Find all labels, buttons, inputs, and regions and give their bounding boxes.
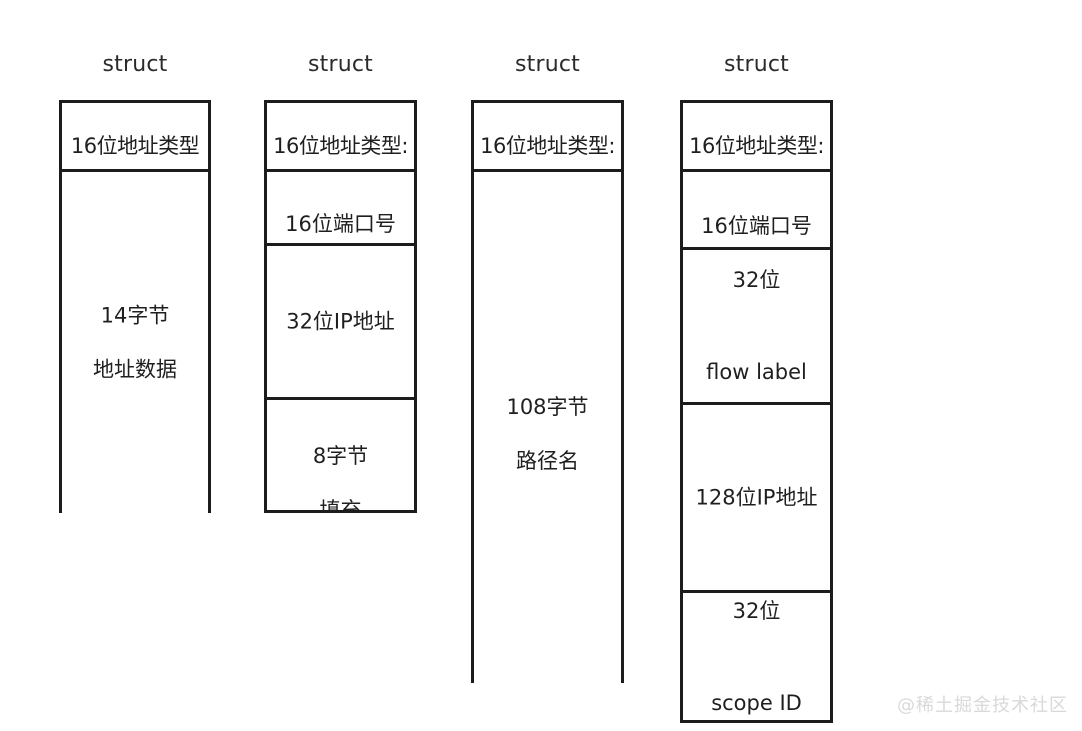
field-line-1: 14字节	[100, 303, 170, 327]
struct-field: 32位 scope ID	[683, 593, 830, 720]
struct-field-text: 16位地址类型: AF_INET	[267, 106, 414, 169]
struct-field: 16位端口号	[267, 172, 414, 246]
field-line-2: 填充	[319, 498, 362, 510]
field-line-1: 128位IP地址	[695, 485, 818, 509]
field-line-1: 32位	[732, 598, 781, 623]
struct-keyword: struct	[724, 52, 789, 77]
struct-box-sockaddr-un: 16位地址类型: AF_UNIX 108字节 路径名	[471, 100, 624, 683]
struct-column-sockaddr-in: struct sockaddr_in 16位地址类型: AF_INET 16位端…	[264, 18, 417, 513]
struct-field-text: 14字节 地址数据	[62, 275, 208, 410]
field-line-1: 16位地址类型:	[689, 134, 824, 158]
struct-field: 8字节 填充	[267, 400, 414, 510]
struct-field: 14字节 地址数据	[62, 172, 208, 513]
struct-column-sockaddr-un: struct sockaddr_un 16位地址类型: AF_UNIX 108字…	[471, 18, 624, 683]
struct-field-text: 32位IP地址	[267, 281, 414, 362]
field-line-1: 16位地址类型	[70, 134, 200, 158]
field-line-1: 16位端口号	[285, 212, 396, 236]
field-line-1: 108字节	[506, 395, 589, 419]
field-line-1: 16位地址类型:	[273, 134, 408, 158]
struct-keyword: struct	[308, 52, 373, 77]
field-line-1: 16位端口号	[701, 214, 812, 238]
struct-field: 32位IP地址	[267, 246, 414, 400]
struct-box-sockaddr-in6: 16位地址类型: AF_INET6 16位端口号 32位 flow label …	[680, 100, 833, 723]
struct-field-text: 16位地址类型: AF_UNIX	[474, 106, 621, 169]
field-line-1: 32位IP地址	[286, 309, 395, 333]
struct-field: 16位地址类型: AF_UNIX	[474, 103, 621, 172]
struct-field-text: 32位 flow label	[683, 250, 830, 402]
struct-field: 16位端口号	[683, 172, 830, 250]
field-line-1: 32位	[732, 268, 781, 292]
struct-field-text: 32位 scope ID	[683, 593, 830, 720]
struct-column-sockaddr-in6: struct sockaddr_in6 16位地址类型: AF_INET6 16…	[680, 18, 833, 723]
field-line-2: 路径名	[516, 449, 579, 473]
struct-box-sockaddr-in: 16位地址类型: AF_INET 16位端口号 32位IP地址 8字节 填充	[264, 100, 417, 513]
field-line-1: 8字节	[312, 444, 369, 468]
struct-field: 16位地址类型	[62, 103, 208, 172]
field-line-2: scope ID	[711, 690, 802, 715]
struct-field-text: 16位地址类型	[62, 106, 208, 169]
struct-field: 16位地址类型: AF_INET	[267, 103, 414, 172]
struct-field-text: 128位IP地址	[683, 457, 830, 538]
struct-field: 108字节 路径名	[474, 172, 621, 683]
struct-keyword: struct	[102, 52, 168, 77]
struct-field-text: 16位地址类型: AF_INET6	[683, 106, 830, 169]
watermark: @稀土掘金技术社区	[897, 695, 1068, 716]
struct-field-text: 16位端口号	[683, 186, 830, 247]
struct-column-sockaddr: struct sockaddr 16位地址类型 14字节 地址数据	[59, 18, 211, 513]
struct-field-text: 8字节 填充	[267, 416, 414, 510]
field-line-2: flow label	[706, 360, 807, 384]
struct-field-text: 16位端口号	[267, 184, 414, 243]
struct-keyword: struct	[515, 52, 580, 77]
field-line-2: 地址数据	[93, 357, 177, 381]
struct-box-sockaddr: 16位地址类型 14字节 地址数据	[59, 100, 211, 513]
struct-field-text: 108字节 路径名	[474, 367, 621, 502]
field-line-1: 16位地址类型:	[480, 134, 615, 158]
struct-field: 128位IP地址	[683, 405, 830, 593]
struct-field: 32位 flow label	[683, 250, 830, 405]
struct-field: 16位地址类型: AF_INET6	[683, 103, 830, 172]
